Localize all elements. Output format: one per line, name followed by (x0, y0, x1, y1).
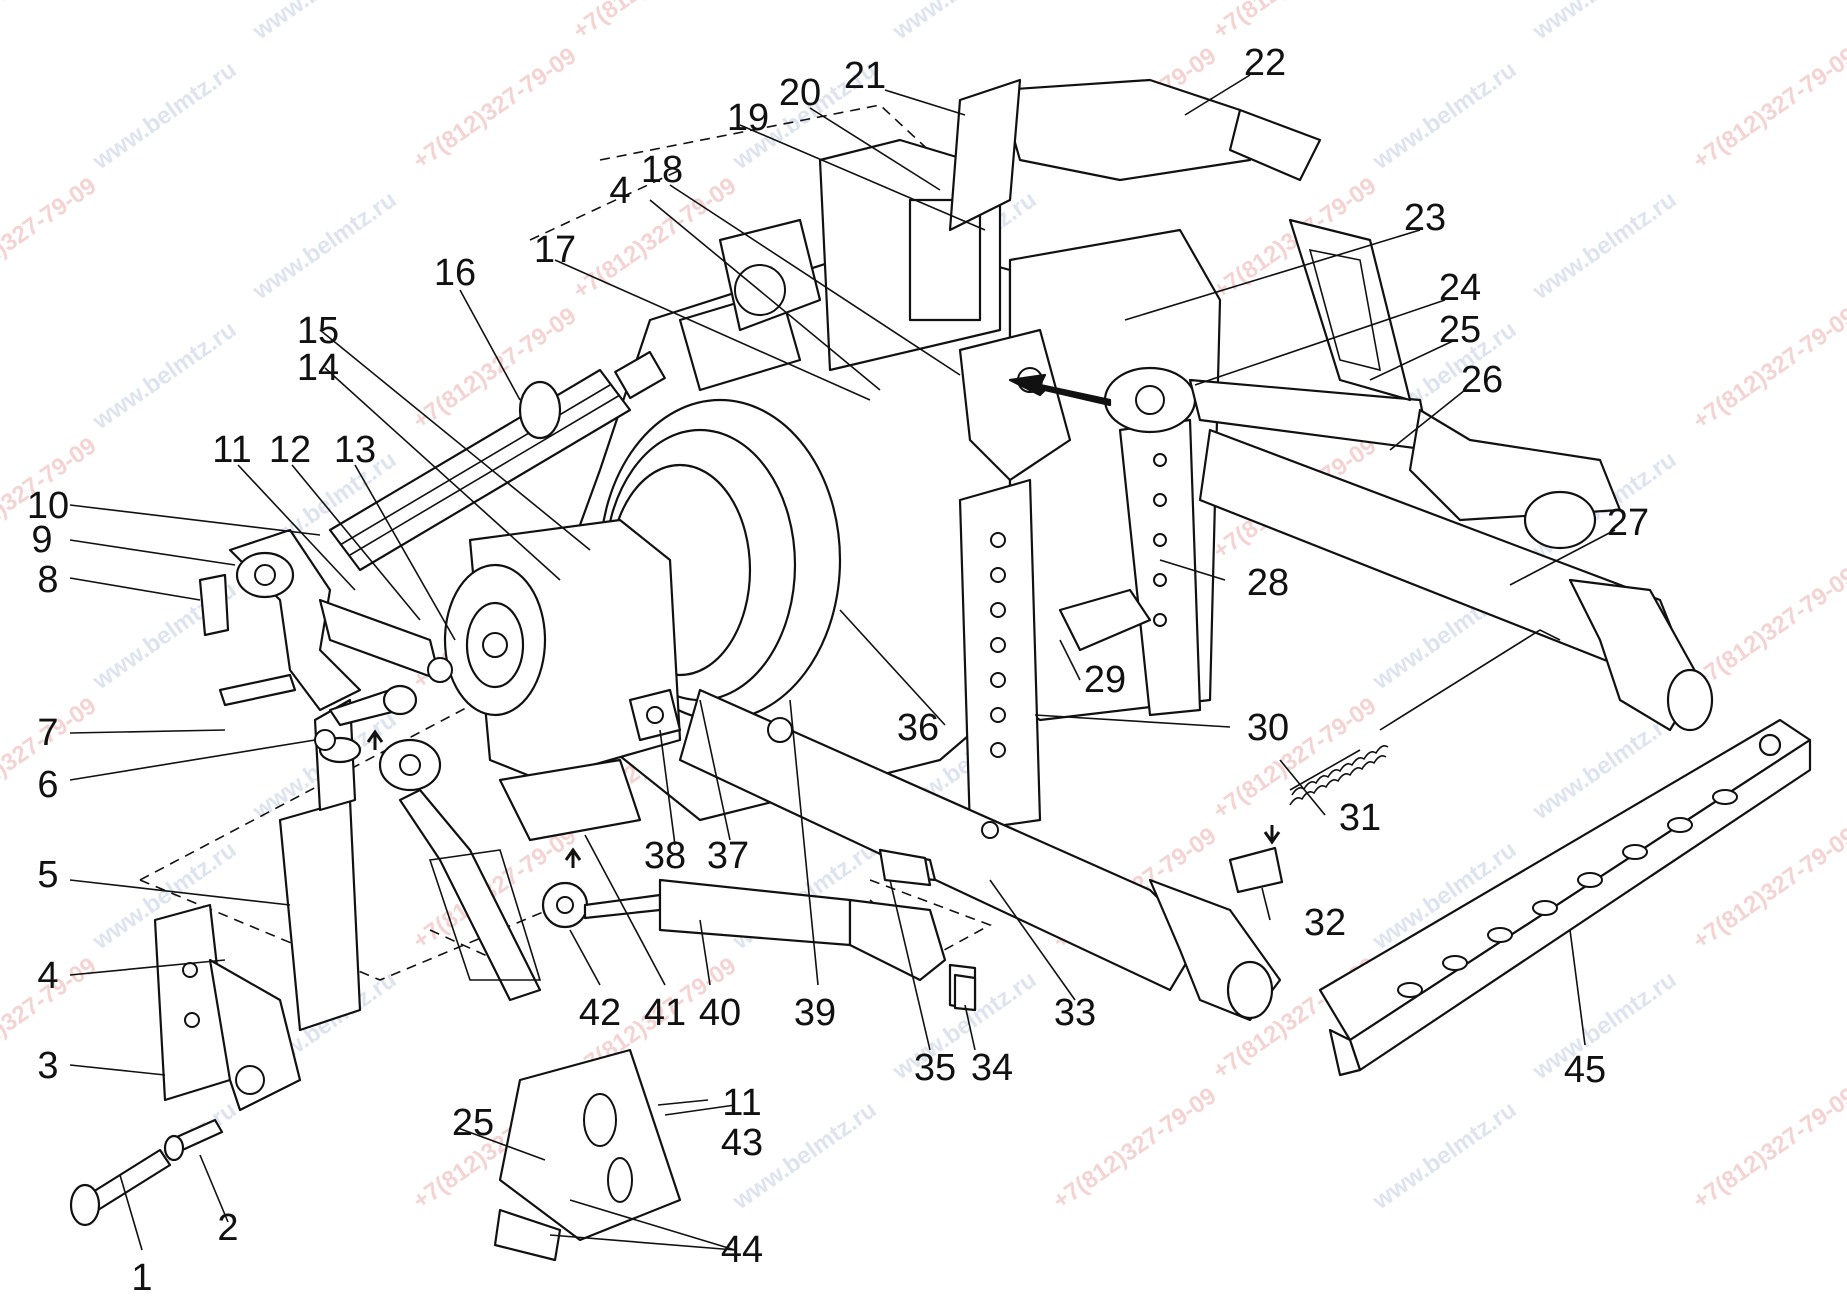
callout-32: 32 (1304, 902, 1346, 944)
callout-25-bottom: 25 (452, 1102, 494, 1144)
callout-36: 36 (897, 707, 939, 749)
callout-2: 2 (217, 1207, 238, 1249)
watermark-site: www.belmtz.ru (1527, 0, 1681, 45)
callout-17: 17 (534, 229, 576, 271)
callout-39: 39 (794, 992, 836, 1034)
watermark-phone: +7(812)327-79-09 (1688, 302, 1847, 435)
callout-3: 3 (37, 1045, 58, 1087)
callout-35: 35 (914, 1047, 956, 1089)
watermark-site: www.belmtz.ru (1527, 186, 1681, 305)
callout-19: 19 (727, 97, 769, 139)
callout-30: 30 (1247, 707, 1289, 749)
watermark-phone: +7(812)327-79-09 (1688, 1082, 1847, 1215)
watermark-site: www.belmtz.ru (887, 0, 1041, 45)
callout-13: 13 (334, 429, 376, 471)
machine-drawing (69, 78, 1812, 1262)
callout-43: 43 (721, 1122, 763, 1164)
watermark-phone: +7(812)327-79-09 (1208, 0, 1381, 45)
callout-10: 10 (27, 485, 69, 527)
callout-27: 27 (1607, 502, 1649, 544)
callout-25-top: 25 (1439, 309, 1481, 351)
callout-labels: 1 2 3 4 4 5 6 7 8 9 10 11 11 12 13 14 15… (27, 42, 1649, 1299)
callout-24: 24 (1439, 267, 1481, 309)
callout-1: 1 (131, 1257, 152, 1299)
watermark-phone: +7(812)327-79-09 (568, 0, 741, 45)
callout-26: 26 (1461, 359, 1503, 401)
watermark-site: www.belmtz.ru (1367, 1096, 1521, 1215)
callout-20: 20 (779, 72, 821, 114)
callout-45: 45 (1564, 1049, 1606, 1091)
callout-8: 8 (37, 559, 58, 601)
callout-34: 34 (971, 1047, 1013, 1089)
callout-4-left: 4 (37, 955, 58, 997)
watermark-phone: +7(812)327-79-09 (0, 172, 101, 305)
callout-12: 12 (269, 429, 311, 471)
callout-9: 9 (31, 519, 52, 561)
watermark-phone: +7(812)327-79-09 (568, 172, 741, 305)
callout-15: 15 (297, 310, 339, 352)
callout-11-top: 11 (212, 429, 251, 471)
leader-lines (69, 74, 1616, 1251)
watermark-phone: +7(812)327-79-09 (1688, 42, 1847, 175)
callout-16: 16 (434, 252, 476, 294)
watermark-phone: +7(812)327-79-09 (0, 0, 101, 45)
callout-18: 18 (641, 149, 683, 191)
callout-14: 14 (297, 347, 339, 389)
callout-5: 5 (37, 854, 58, 896)
callout-11-bottom: 11 (722, 1082, 761, 1124)
watermark-site: www.belmtz.ru (247, 0, 401, 45)
callout-29: 29 (1084, 659, 1126, 701)
watermark-site: www.belmtz.ru (247, 186, 401, 305)
callout-23: 23 (1404, 197, 1446, 239)
watermark-phone: +7(812)327-79-09 (1048, 1082, 1221, 1215)
callout-44: 44 (721, 1229, 763, 1271)
watermark-phone: +7(812)327-79-09 (1688, 562, 1847, 695)
callout-31: 31 (1339, 797, 1381, 839)
callout-38: 38 (644, 835, 686, 877)
watermark-phone: +7(812)327-79-09 (1688, 822, 1847, 955)
callout-28: 28 (1247, 562, 1289, 604)
callout-22: 22 (1244, 42, 1286, 84)
watermark-phone: +7(812)327-79-09 (408, 42, 581, 175)
callout-21: 21 (844, 55, 886, 97)
callout-4-top: 4 (609, 170, 630, 212)
callout-41: 41 (644, 992, 686, 1034)
callout-33: 33 (1054, 992, 1096, 1034)
watermark-site: www.belmtz.ru (87, 316, 241, 435)
callout-42: 42 (579, 992, 621, 1034)
callout-40: 40 (699, 992, 741, 1034)
callout-6: 6 (37, 764, 58, 806)
watermark-site: www.belmtz.ru (87, 56, 241, 175)
callout-7: 7 (37, 712, 58, 754)
watermark-site: www.belmtz.ru (1367, 56, 1521, 175)
callout-37: 37 (707, 835, 749, 877)
